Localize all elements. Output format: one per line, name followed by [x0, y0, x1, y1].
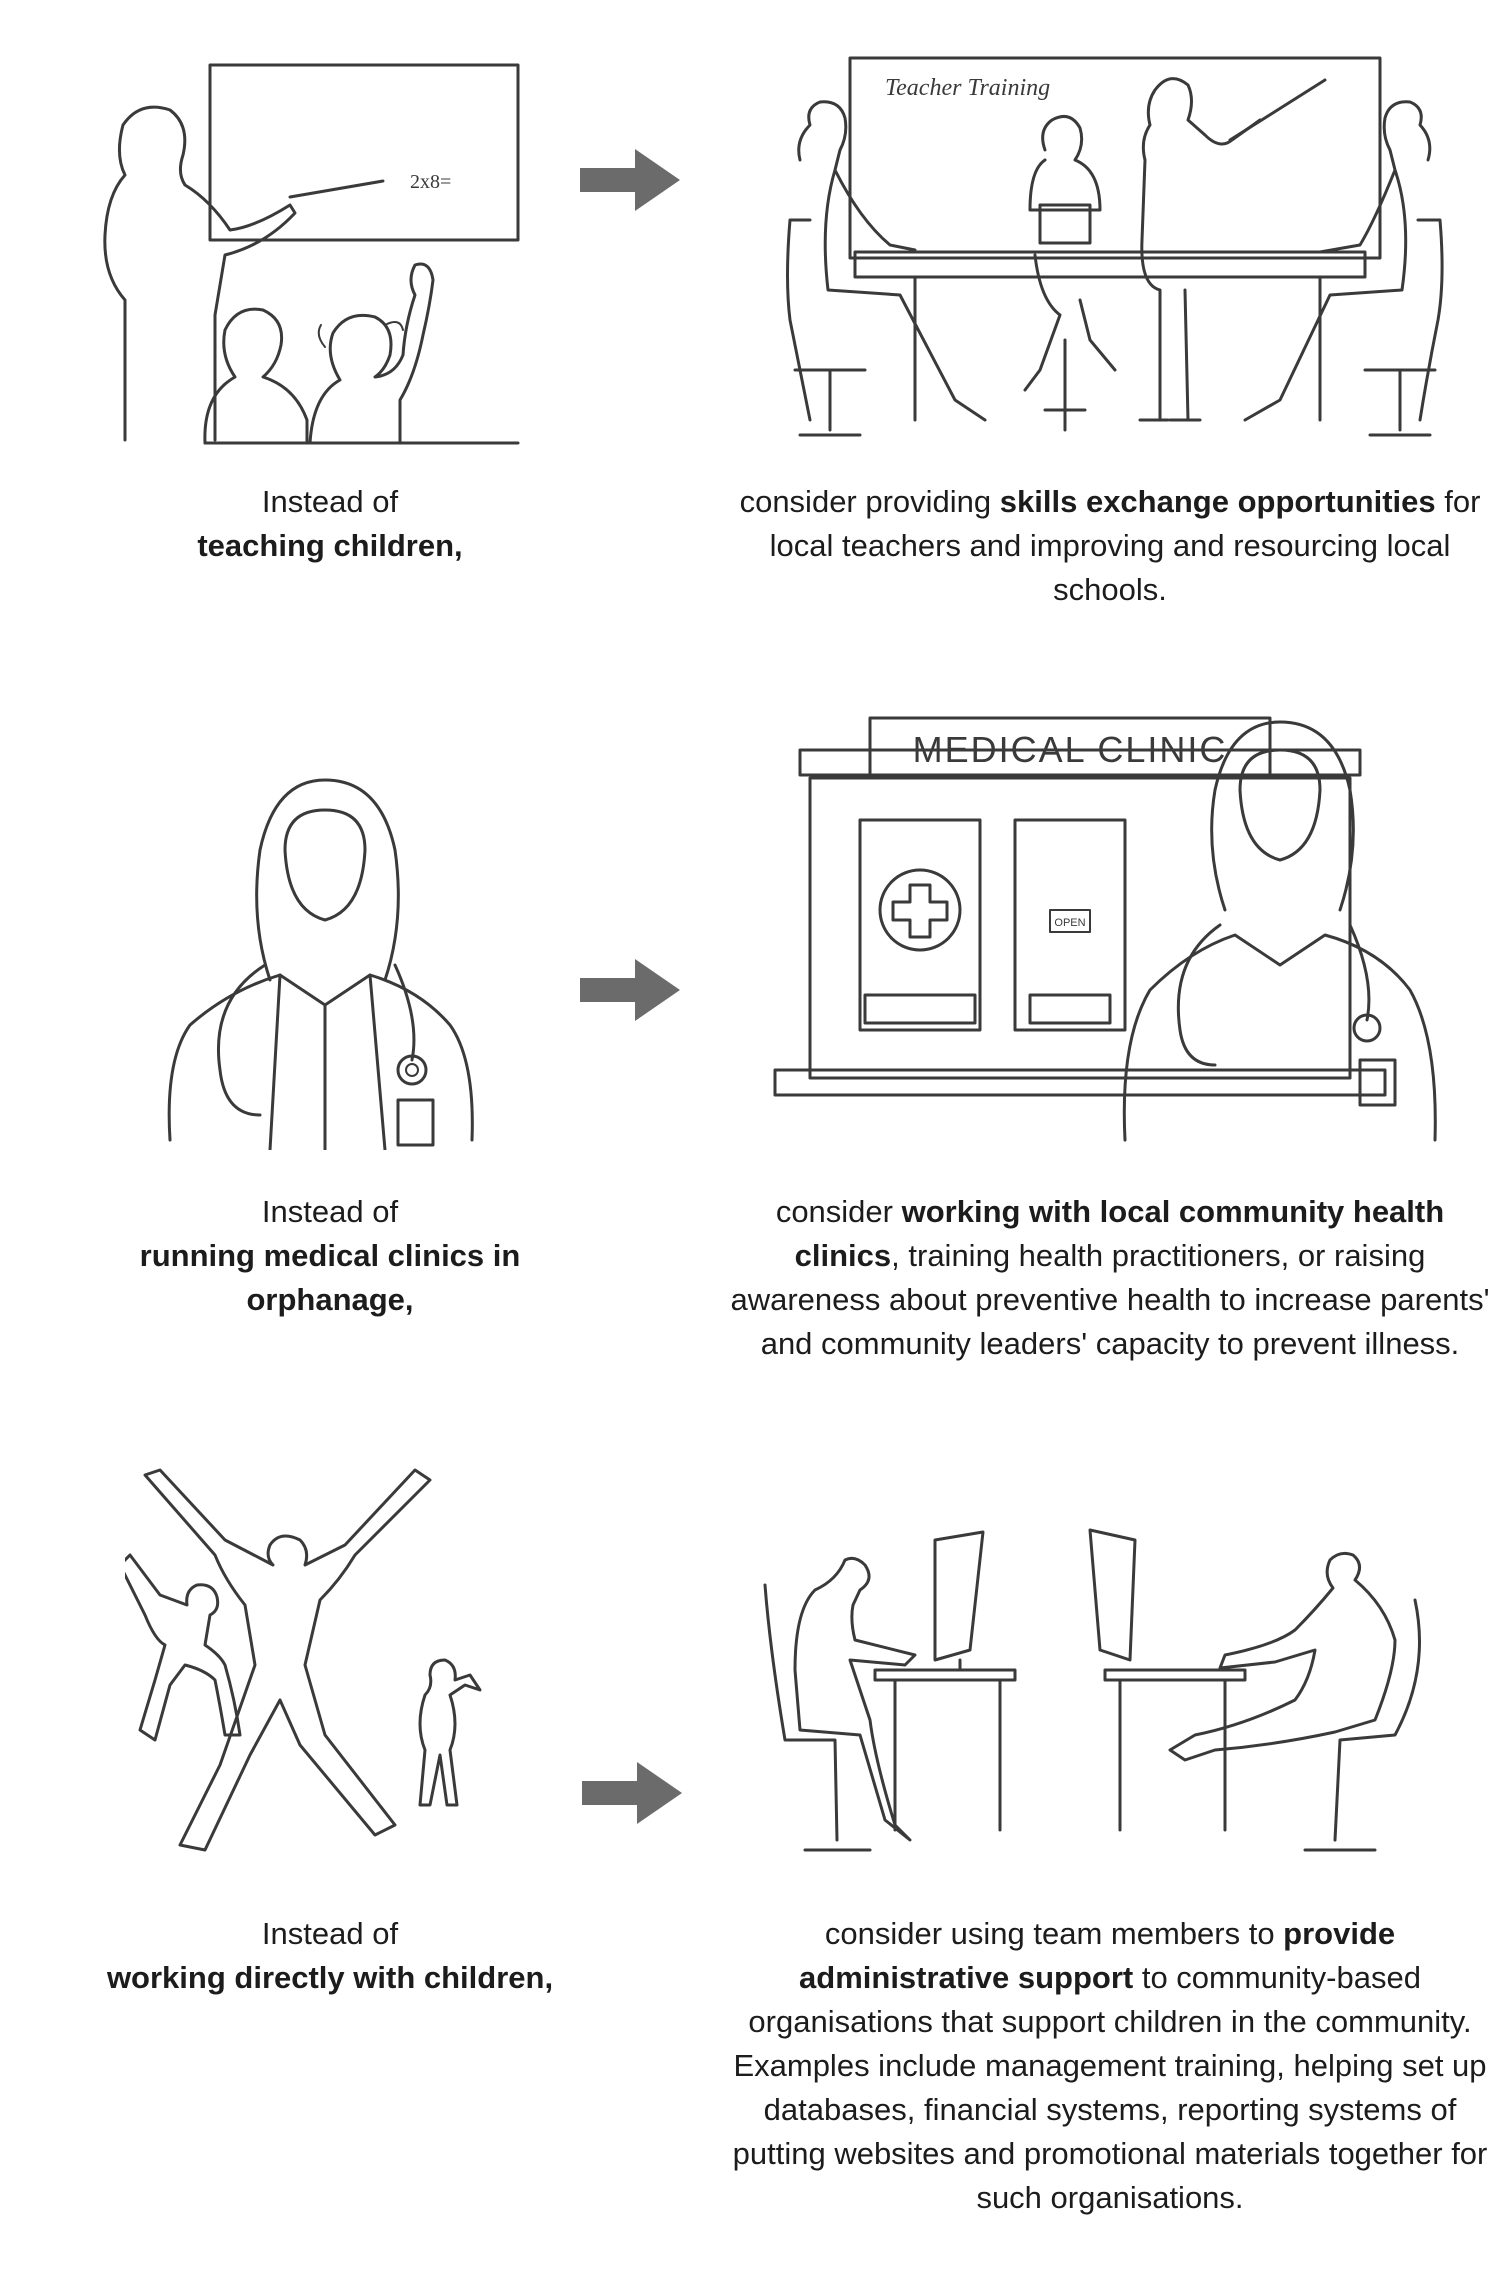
- caption-post: to community-based organisations that su…: [732, 1960, 1488, 2215]
- caption-row3-right: consider using team members to provide a…: [720, 1912, 1500, 2220]
- caption-post: , training health practitioners, or rais…: [730, 1238, 1490, 1361]
- jumping-children-illustration: [125, 1465, 525, 1865]
- caption-pre: consider: [775, 1194, 902, 1229]
- caption-bold: working with local community health clin…: [794, 1194, 1445, 1273]
- caption-lead: Instead of: [261, 1916, 399, 1951]
- caption-post: for local teachers and improving and res…: [769, 484, 1481, 607]
- right-arrow-icon: [582, 1758, 682, 1828]
- caption-pre: consider using team members to: [824, 1916, 1284, 1951]
- caption-bold: teaching children,: [197, 528, 463, 563]
- caption-row2-right: consider working with local community he…: [720, 1190, 1500, 1366]
- caption-bold: provide administrative support: [799, 1916, 1396, 1995]
- teacher-children-illustration: 2x8=: [85, 55, 535, 450]
- caption-row1-right: consider providing skills exchange oppor…: [720, 480, 1500, 612]
- caption-row2-left: Instead of running medical clinics in or…: [95, 1190, 565, 1322]
- computer-workers-illustration: [755, 1520, 1475, 1880]
- training-board-title: Teacher Training: [885, 75, 1050, 101]
- teacher-training-illustration: Teacher Training: [740, 40, 1480, 440]
- right-arrow-icon: [580, 145, 680, 215]
- caption-row3-left: Instead of working directly with childre…: [95, 1912, 565, 2000]
- caption-pre: consider providing: [739, 484, 1000, 519]
- caption-bold: working directly with children,: [106, 1960, 554, 1995]
- caption-lead: Instead of: [261, 1194, 399, 1229]
- caption-bold: skills exchange opportunities: [999, 484, 1436, 519]
- right-arrow-icon: [580, 955, 680, 1025]
- doctor-illustration: [150, 770, 490, 1150]
- medical-clinic-illustration: MEDICAL CLINIC OPEN: [760, 710, 1480, 1150]
- caption-lead: Instead of: [261, 484, 399, 519]
- chalkboard-equation: 2x8=: [410, 171, 451, 193]
- caption-row1-left: Instead of teaching children,: [95, 480, 565, 568]
- open-door-sign: OPEN: [1054, 917, 1085, 929]
- caption-bold: running medical clinics in orphanage,: [139, 1238, 521, 1317]
